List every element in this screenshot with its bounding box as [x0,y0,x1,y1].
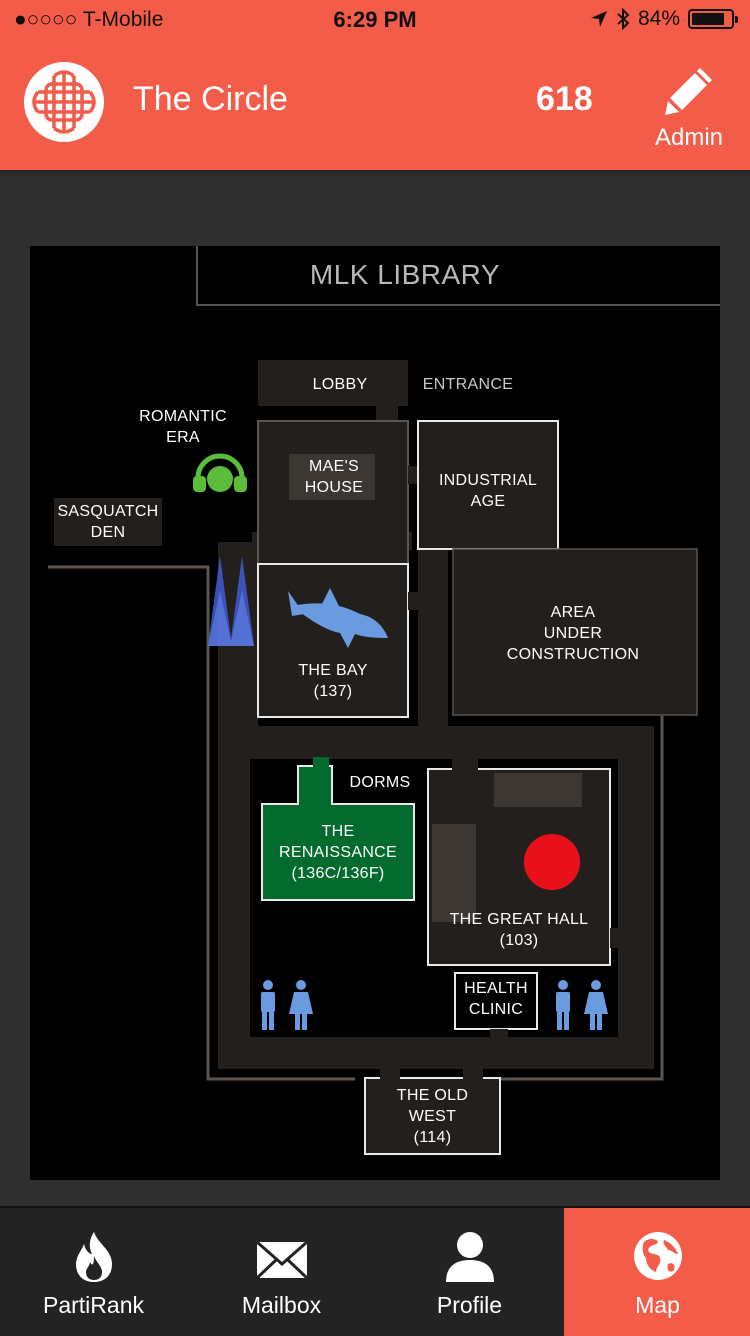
tab-partirank[interactable]: PartiRank [0,1208,187,1336]
great-hall-line-2: (103) [499,932,539,949]
tab-map-label: Map [635,1292,680,1318]
old-west-door-right [463,1069,483,1081]
status-right: 84% [590,7,738,31]
construction-label: AREA UNDER CONSTRUCTION [453,602,693,665]
points-counter: 618 [536,80,593,118]
dorms-label: DORMS [349,774,411,791]
renaissance-line-2: RENAISSANCE [279,844,397,861]
the-bay-room [257,563,409,718]
light-beam-icon [208,556,254,646]
west-wall [48,565,355,1081]
status-time: 6:29 PM [333,7,417,32]
admin-label: Admin [654,124,724,151]
entrance-label: ENTRANCE [422,376,514,393]
renaissance-label[interactable]: THE RENAISSANCE (136C/136F) [262,821,414,884]
header-shadow [0,170,750,178]
construction-line-2: UNDER [543,625,603,642]
tab-map[interactable]: Map [564,1208,750,1336]
carrier-label: ●○○○○ T-Mobile [14,8,164,31]
tab-mailbox-label: Mailbox [241,1292,322,1318]
east-wall [500,716,664,1081]
health-clinic-line-2: CLINIC [468,1001,524,1018]
maes-house-line-1: MAE'S [309,458,359,475]
sasquatch-den-label[interactable]: SASQUATCH DEN [50,501,166,543]
bottom-tab-bar: PartiRank Mailbox Profile Map [0,1206,750,1336]
corridor-middle [418,546,448,736]
health-clinic-line-1: HEALTH [464,980,528,997]
renaissance-door [313,757,329,769]
floor-plan-drawing [48,246,720,1155]
construction-line-3: CONSTRUCTION [506,646,640,663]
great-hall-side-door [610,928,628,948]
envelope-icon [255,1240,308,1280]
old-west-label[interactable]: THE OLD WEST (114) [365,1085,500,1148]
great-hall-door [452,754,478,772]
lobby-room [258,360,408,406]
great-hall-stage [494,773,582,807]
romantic-era-line-2: ERA [166,429,200,446]
tab-partirank-label: PartiRank [43,1292,144,1318]
sasquatch-line-2: DEN [90,524,126,541]
renaissance-line-3: (136C/136F) [291,865,385,882]
the-bay-line-1: THE BAY [298,662,368,679]
shark-icon [288,588,388,648]
globe-icon [633,1232,682,1280]
the-bay-label[interactable]: THE BAY (137) [258,660,408,702]
knot-logo-icon [32,70,96,134]
tab-profile-label: Profile [436,1292,503,1318]
old-west-room [364,1077,501,1155]
maes-house-sign [289,454,375,500]
tab-mailbox[interactable]: Mailbox [188,1208,375,1336]
old-west-line-1: THE OLD [396,1087,469,1104]
renaissance-line-1: THE [321,823,355,840]
pencil-icon [665,68,712,115]
industrial-age-label[interactable]: INDUSTRIAL AGE [418,470,558,512]
map-title: MLK LIBRARY [309,259,501,290]
tab-profile[interactable]: Profile [376,1208,563,1336]
romantic-era-line-1: ROMANTIC [139,408,227,425]
great-hall-label[interactable]: THE GREAT HALL (103) [428,909,610,951]
industrial-age-room [417,420,559,550]
restroom-icon-right [556,980,608,1030]
app-title: The Circle [133,80,288,118]
floor-map[interactable]: MLK LIBRARY LOBBY ENTRANCE ROMANTIC ERA … [30,246,720,1180]
the-bay-line-2: (137) [313,683,353,700]
app-header: ●○○○○ T-Mobile 6:29 PM 84% The Circle 61… [0,0,750,170]
construction-room [452,548,698,716]
industrial-line-1: INDUSTRIAL [438,472,538,489]
old-west-line-2: WEST [408,1108,457,1125]
maes-house-line-2: HOUSE [304,479,364,496]
headphones-icon [193,453,247,492]
title-box-outline [196,246,720,306]
great-hall-line-1: THE GREAT HALL [449,911,589,928]
renaissance-room [261,765,415,901]
location-arrow-icon [590,11,607,27]
old-west-door-left [380,1069,400,1081]
battery-percent: 84% [637,7,680,30]
circle-logo[interactable] [24,62,104,142]
current-location-marker [524,834,580,890]
maes-house-label[interactable]: MAE'S HOUSE [289,456,379,498]
bluetooth-icon [617,8,630,30]
sasquatch-line-1: SASQUATCH [57,503,159,520]
old-west-line-3: (114) [413,1129,452,1146]
great-hall-seating [432,824,476,922]
clinic-door [490,1029,508,1039]
admin-button[interactable]: Admin [646,60,732,160]
flame-icon [75,1232,112,1282]
status-bar: ●○○○○ T-Mobile 6:29 PM 84% [0,0,750,40]
battery-icon [688,9,738,29]
romantic-era-label[interactable]: ROMANTIC ERA [128,406,238,448]
health-clinic-label[interactable]: HEALTH CLINIC [455,978,537,1020]
person-icon [445,1232,494,1282]
lobby-label[interactable]: LOBBY [312,376,368,393]
bay-connector [408,592,422,610]
industrial-line-2: AGE [470,493,506,510]
restroom-icon-left [261,980,313,1030]
construction-line-1: AREA [550,604,596,621]
sasquatch-den-room [54,498,162,546]
